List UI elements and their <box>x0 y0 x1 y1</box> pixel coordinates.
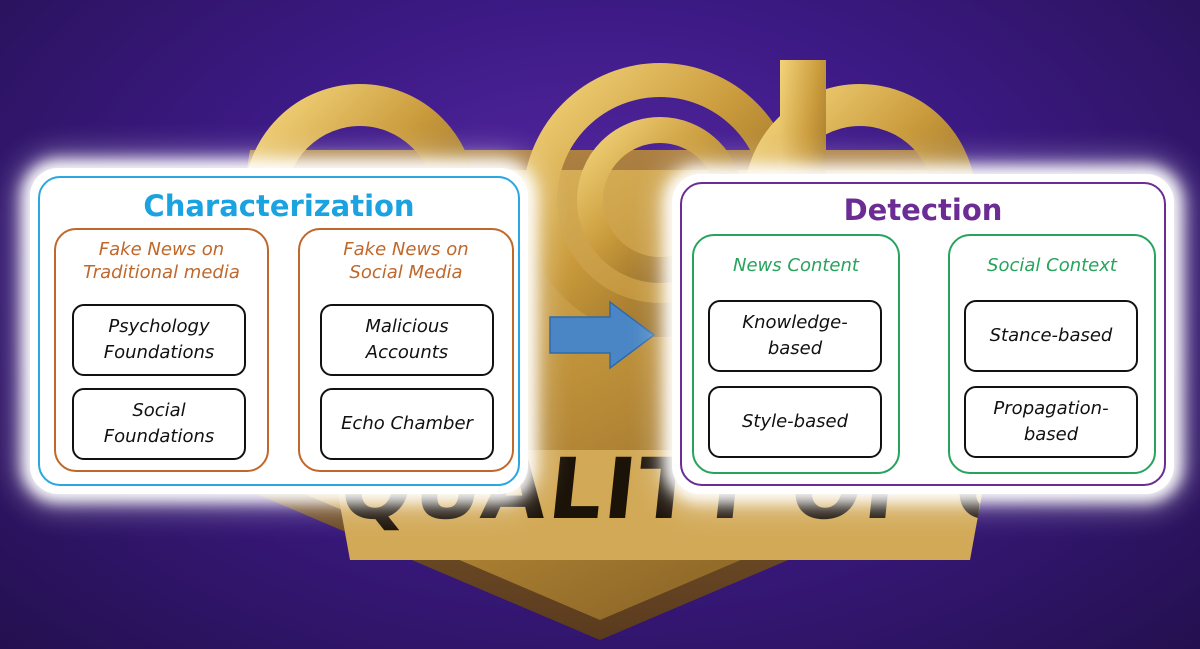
node-text-line: Echo Chamber <box>341 413 473 434</box>
group-label-line: Social Media <box>349 262 463 283</box>
node-echo-chamber: Echo Chamber <box>320 388 494 460</box>
group-label: Fake News on Social Media <box>300 238 512 284</box>
characterization-panel-border: Characterization Fake News on Traditiona… <box>38 176 520 486</box>
group-label-line: Fake News on <box>343 239 469 260</box>
group-label: Fake News on Traditional media <box>56 238 267 284</box>
node-text-line: Malicious <box>365 316 449 337</box>
group-social-context: Social Context Stance-based Propagation-… <box>948 234 1156 474</box>
group-label: Social Context <box>987 255 1117 276</box>
node-knowledge-based: Knowledge- based <box>708 300 882 372</box>
node-text-line: Style-based <box>741 411 849 432</box>
detection-title: Detection <box>843 193 1003 227</box>
detection-panel: Detection News Content Knowledge- based … <box>672 174 1174 494</box>
characterization-title: Characterization <box>143 189 415 223</box>
node-text-line: Foundations <box>103 342 215 363</box>
characterization-panel: Characterization Fake News on Traditiona… <box>30 168 528 494</box>
group-label-line: Fake News on <box>98 239 225 260</box>
group-label: News Content <box>733 255 859 276</box>
node-malicious-accounts: Malicious Accounts <box>320 304 494 376</box>
group-news-content: News Content Knowledge- based Style-base… <box>692 234 900 474</box>
node-text-line: Accounts <box>365 342 449 363</box>
node-stance-based: Stance-based <box>964 300 1138 372</box>
node-text-line: based <box>1023 424 1079 445</box>
node-text-line: Psychology <box>108 316 210 337</box>
node-social-foundations: Social Foundations <box>72 388 246 460</box>
node-psychology-foundations: Psychology Foundations <box>72 304 246 376</box>
node-text-line: Social <box>132 400 186 421</box>
group-social-media: Fake News on Social Media Malicious Acco… <box>298 228 514 472</box>
node-propagation-based: Propagation- based <box>964 386 1138 458</box>
node-text-line: Knowledge- <box>742 312 848 333</box>
node-text-line: Foundations <box>103 426 215 447</box>
right-arrow-icon <box>549 300 656 370</box>
group-label-line: Traditional media <box>83 262 240 283</box>
detection-panel-border: Detection News Content Knowledge- based … <box>680 182 1166 486</box>
group-traditional-media: Fake News on Traditional media Psycholog… <box>54 228 269 472</box>
node-text-line: Propagation- <box>993 398 1109 419</box>
node-text-line: based <box>767 338 823 359</box>
node-text-line: Stance-based <box>989 325 1113 346</box>
node-style-based: Style-based <box>708 386 882 458</box>
